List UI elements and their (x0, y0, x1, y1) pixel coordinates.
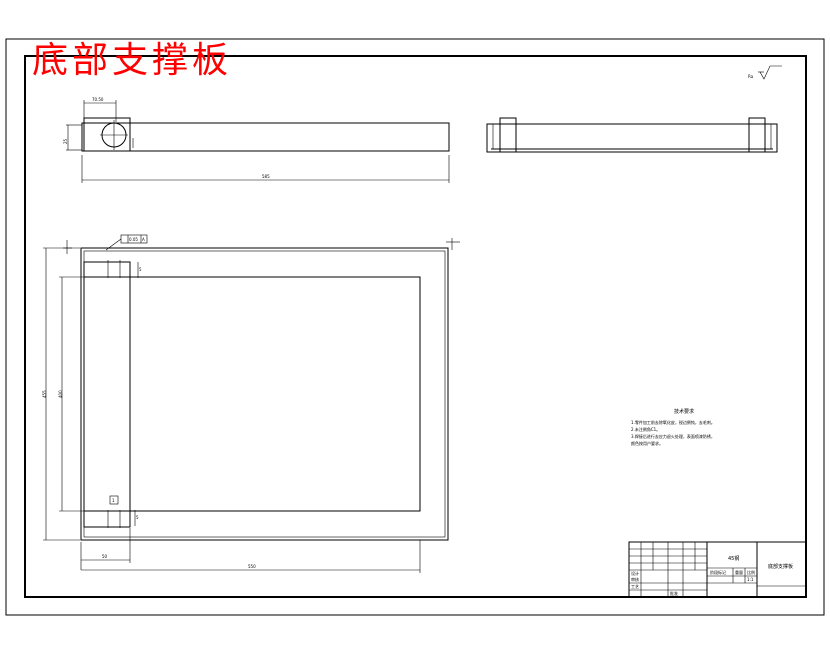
title-block-row-design: 设计 (631, 570, 639, 576)
drawing-title: 底部支撑板 (32, 40, 232, 81)
plan-small-dim-top: 5 (139, 267, 142, 272)
front-view: 70.50 25 585 (63, 97, 450, 183)
datum-box-label: 1 (112, 498, 115, 503)
title-block-stage-label: 阶段标记 (710, 569, 726, 575)
roughness-symbol: Ra (748, 65, 782, 80)
title-block-row-review: 审核 (631, 576, 639, 582)
front-view-block (83, 117, 131, 152)
title-block-part-name: 底部支撑板 (768, 563, 793, 570)
plan-outer-inner-edge (83, 250, 446, 538)
tolerance-value: 0.05 (129, 237, 138, 242)
tech-req-line-1: 1.零件加工前去除氧化皮，锐边倒钝，去毛刺。 (631, 419, 715, 425)
plan-small-dim-bottom: 5 (136, 515, 139, 520)
title-block: 45钢 底部支撑板 阶段标记 重量 比例 1:1 设计 审核 工艺 批准 (628, 541, 807, 598)
inner-drawing-frame (24, 55, 807, 598)
tech-req-line-2: 2.未注倒角C1。 (631, 426, 660, 432)
tech-req-line-4: 颜色按用户要求。 (631, 440, 663, 446)
tech-req-heading: 技术要求 (674, 408, 694, 415)
plan-height-inner: 400 (58, 390, 63, 398)
tech-req-line-3: 3.焊接后进行去应力退火处理，表面喷漆防锈， (631, 433, 715, 439)
front-top-dimension: 70.50 (92, 97, 104, 102)
technical-requirements: 技术要求 1.零件加工前去除氧化皮，锐边倒钝，去毛刺。 2.未注倒角C1。 3.… (631, 408, 715, 446)
plan-outer-outline (80, 247, 449, 541)
plan-width-total: 550 (248, 564, 256, 569)
outer-sheet-border (5, 38, 825, 616)
title-block-material: 45钢 (728, 555, 739, 562)
side-view-left-lug (499, 117, 517, 153)
tolerance-datum: A (142, 237, 145, 242)
front-length-dimension: 585 (262, 174, 270, 179)
plan-width-left: 50 (102, 554, 108, 559)
title-block-scale-label: 比例 (747, 569, 755, 575)
plan-view: 0.05 A 1 455 400 5 5 50 550 (42, 234, 460, 573)
plan-left-rail (83, 261, 131, 528)
title-block-weight-label: 重量 (735, 569, 743, 575)
title-block-frame (628, 541, 807, 598)
title-block-row-approve: 批准 (670, 590, 678, 596)
front-left-dimension: 25 (63, 138, 68, 144)
plan-height-outer: 455 (42, 390, 47, 398)
side-view (486, 117, 778, 153)
side-view-body (486, 123, 778, 153)
plan-recess (83, 276, 421, 512)
front-view-body (81, 122, 450, 152)
title-block-row-process: 工艺 (631, 584, 639, 589)
roughness-label: Ra (748, 74, 754, 79)
datum-box (109, 495, 119, 505)
title-block-scale: 1:1 (747, 577, 754, 582)
side-view-right-lug (748, 117, 766, 153)
